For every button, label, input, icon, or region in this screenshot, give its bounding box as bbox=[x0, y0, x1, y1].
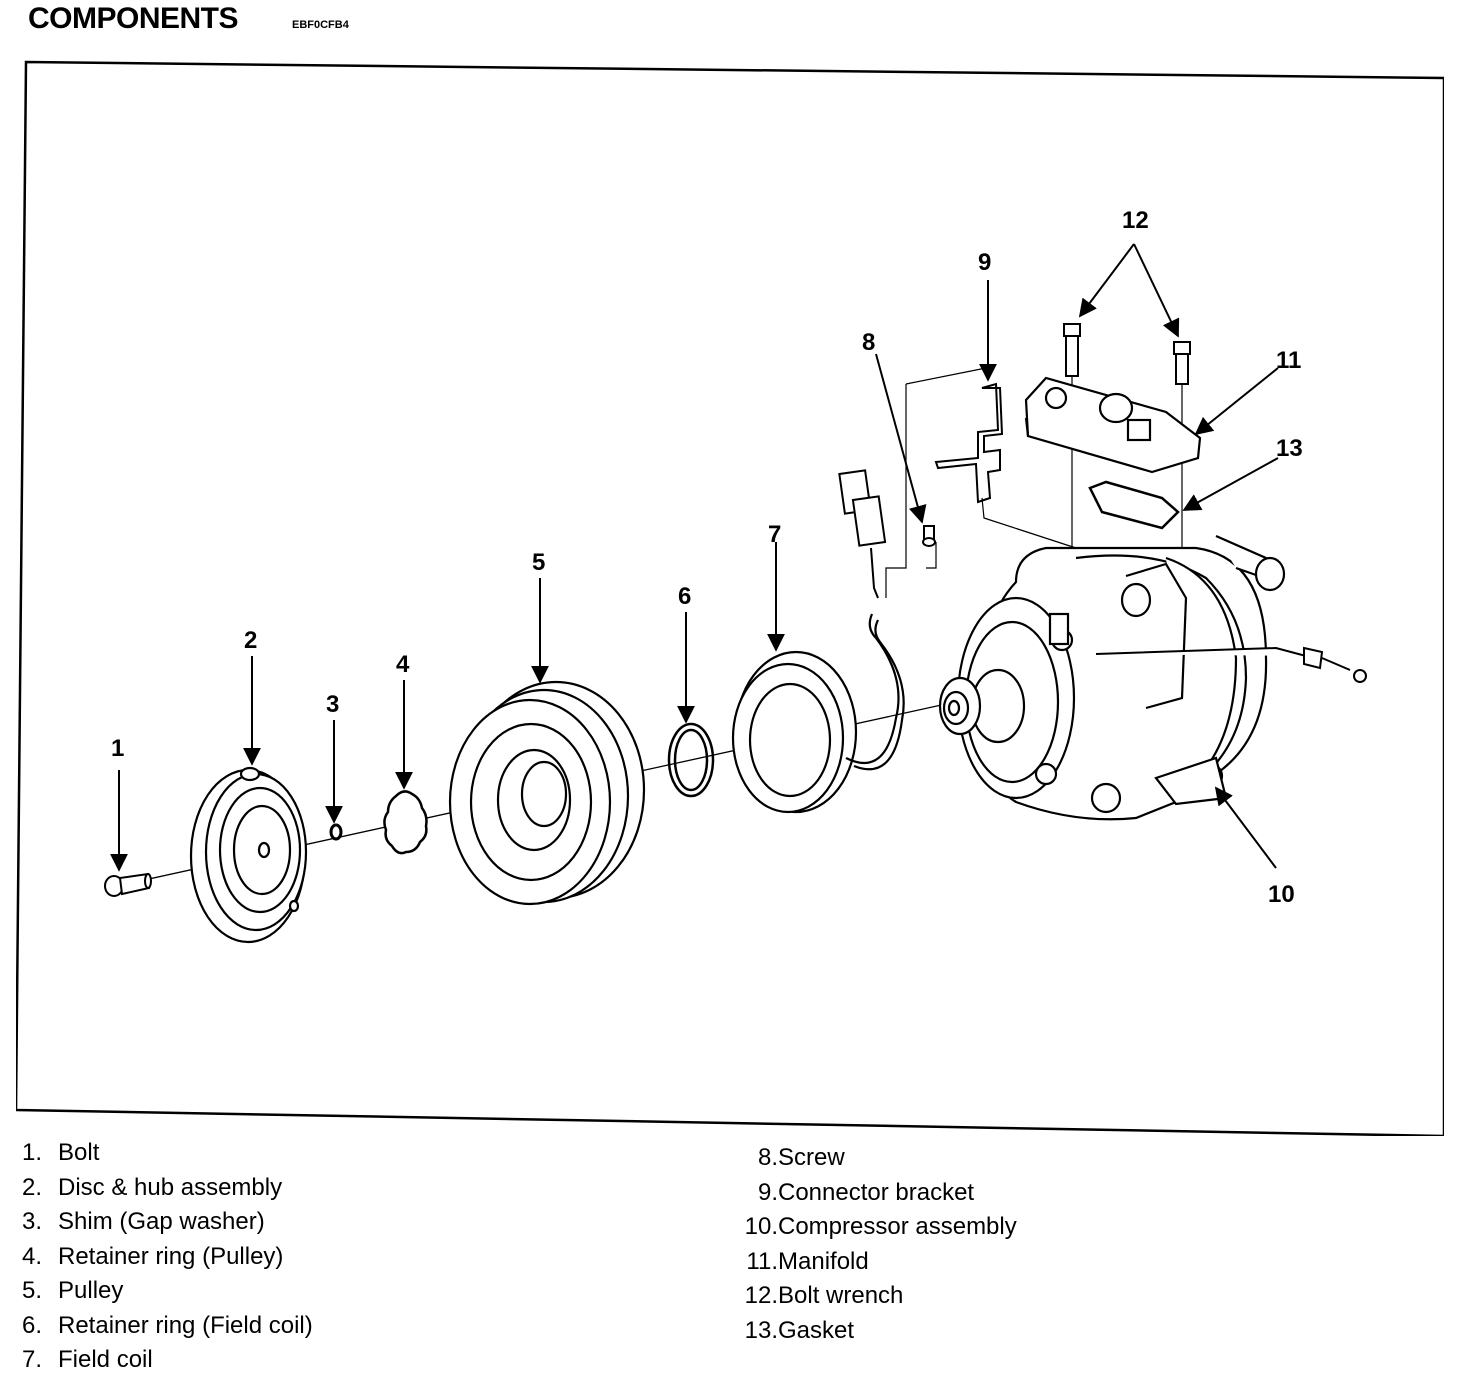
legend-right: 8.Screw 9.Connector bracket 10.Compresso… bbox=[728, 1141, 1017, 1348]
legend-label: Gasket bbox=[778, 1316, 855, 1344]
callout-5: 5 bbox=[532, 549, 545, 576]
legend-item: 13.Gasket bbox=[728, 1314, 1017, 1349]
field-coil-part bbox=[731, 613, 905, 814]
legend-item: 6. Retainer ring (Field coil) bbox=[22, 1309, 313, 1344]
legend-item: 3. Shim (Gap washer) bbox=[22, 1205, 313, 1240]
legend-number: 9. bbox=[757, 1178, 778, 1206]
legend-label: Compressor assembly bbox=[778, 1213, 1017, 1240]
legend-label: Retainer ring (Field coil) bbox=[58, 1311, 313, 1339]
frame-border bbox=[16, 60, 1444, 1136]
legend-label: Bolt wrench bbox=[778, 1282, 904, 1309]
legend-label: Bolt bbox=[58, 1139, 100, 1166]
legend-label: Screw bbox=[778, 1144, 845, 1171]
callout-3: 3 bbox=[326, 691, 339, 718]
leader-arrows bbox=[110, 243, 1279, 872]
legend-item: 12.Bolt wrench bbox=[728, 1279, 1017, 1314]
callout-2: 2 bbox=[244, 627, 257, 654]
compressor-assembly-part bbox=[938, 534, 1286, 821]
legend-number: 6. bbox=[22, 1311, 43, 1339]
legend-number: 10. bbox=[744, 1213, 778, 1240]
callout-10: 10 bbox=[1268, 881, 1295, 908]
legend-number: 11. bbox=[746, 1247, 778, 1275]
legend-item: 1. Bolt bbox=[22, 1136, 313, 1171]
legend-label: Pulley bbox=[58, 1277, 124, 1304]
legend-number: 2. bbox=[22, 1173, 43, 1201]
legend-number: 13. bbox=[744, 1316, 778, 1344]
legend-number: 12. bbox=[744, 1282, 778, 1309]
retainer-ring-field-coil-part bbox=[667, 722, 715, 798]
disc-hub-part bbox=[189, 766, 308, 944]
bolt-part bbox=[104, 872, 152, 897]
wire-clip-part bbox=[1095, 646, 1367, 683]
shim-part bbox=[329, 823, 343, 841]
callout-12: 12 bbox=[1122, 207, 1149, 234]
callout-9: 9 bbox=[978, 249, 991, 276]
legend-number: 3. bbox=[22, 1208, 43, 1235]
legend-number: 7. bbox=[22, 1346, 43, 1373]
page-title: COMPONENTS bbox=[28, 2, 239, 35]
legend-label: Retainer ring (Pulley) bbox=[58, 1242, 284, 1270]
retainer-ring-pulley-part bbox=[383, 790, 428, 855]
legend-number: 4. bbox=[22, 1242, 43, 1270]
connector-bracket-part bbox=[934, 382, 1004, 504]
pulley-part bbox=[448, 680, 646, 906]
callout-4: 4 bbox=[396, 651, 410, 678]
legend-label: Field coil bbox=[58, 1346, 153, 1373]
legend-item: 10.Compressor assembly bbox=[728, 1210, 1017, 1245]
connector-plug-part bbox=[838, 469, 887, 599]
legend-label: Manifold bbox=[778, 1247, 869, 1275]
callout-8: 8 bbox=[862, 329, 875, 356]
gasket-part bbox=[1088, 480, 1180, 530]
diagram-frame: 1 2 3 4 5 6 7 8 9 10 11 12 13 bbox=[16, 58, 1444, 1136]
screw-part bbox=[922, 525, 936, 547]
legend-label: Disc & hub assembly bbox=[58, 1173, 283, 1201]
exploded-view-diagram: 1 2 3 4 5 6 7 8 9 10 11 12 13 bbox=[16, 60, 1444, 1136]
legend-item: 11.Manifold bbox=[728, 1245, 1017, 1280]
callout-11: 11 bbox=[1276, 347, 1301, 374]
callout-6: 6 bbox=[678, 583, 691, 610]
legend-number: 5. bbox=[22, 1277, 43, 1304]
legend-item: 7. Field coil bbox=[22, 1343, 313, 1378]
legend-number: 1. bbox=[22, 1139, 43, 1166]
legend-item: 8.Screw bbox=[728, 1141, 1017, 1176]
legend-item: 2. Disc & hub assembly bbox=[22, 1171, 313, 1206]
legend-item: 5. Pulley bbox=[22, 1274, 313, 1309]
legend-number: 8. bbox=[757, 1144, 778, 1171]
legend-label: Shim (Gap washer) bbox=[58, 1208, 265, 1235]
callout-13: 13 bbox=[1276, 435, 1303, 462]
manifold-part bbox=[1024, 376, 1202, 474]
callout-7: 7 bbox=[768, 521, 781, 548]
document-code: EBF0CFB4 bbox=[292, 19, 349, 31]
legend-label: Connector bracket bbox=[778, 1178, 975, 1206]
bolt-wrench-part bbox=[1063, 323, 1191, 385]
legend-left: 1. Bolt 2. Disc & hub assembly 3. Shim (Gap… bbox=[22, 1136, 313, 1378]
legend-item: 4. Retainer ring (Pulley) bbox=[22, 1240, 313, 1275]
callout-1: 1 bbox=[111, 735, 124, 762]
legend-item: 9.Connector bracket bbox=[728, 1176, 1017, 1211]
